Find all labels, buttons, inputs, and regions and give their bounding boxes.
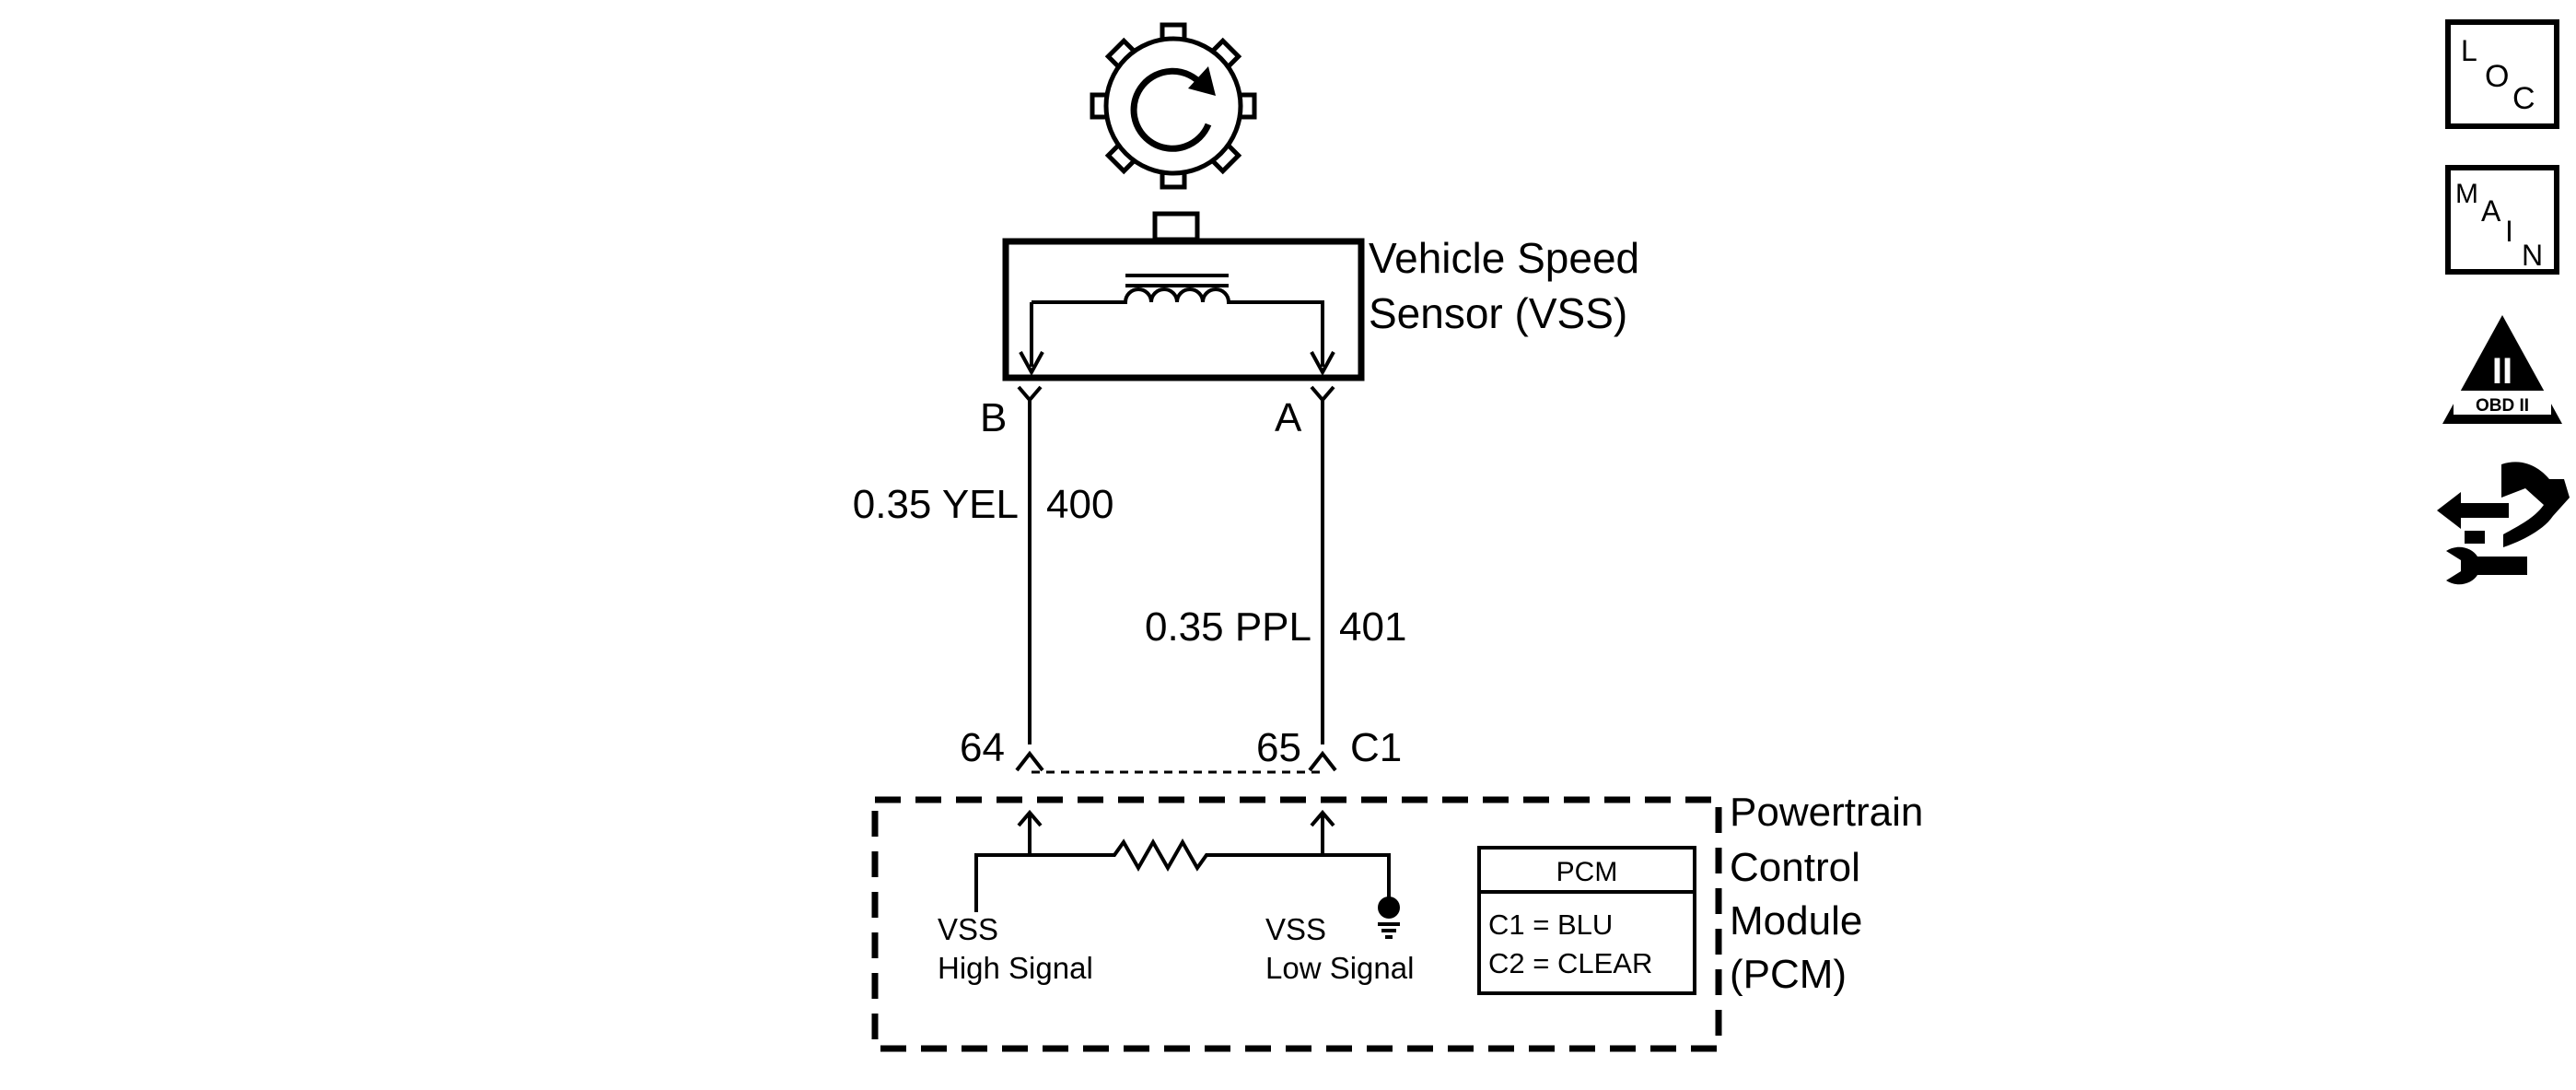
pcm-name-line4: (PCM) <box>1730 952 1847 997</box>
pcm-name-line3: Module <box>1730 898 1862 943</box>
svg-text:A: A <box>2481 194 2501 228</box>
wire-401-gauge-color: 0.35 PPL <box>1145 604 1311 650</box>
sensor-pin-b: B <box>980 395 1007 440</box>
sensor-pin-a: A <box>1275 395 1302 440</box>
pcm-internal-circuit <box>974 809 1391 912</box>
wire-400-gauge-color: 0.35 YEL <box>853 482 1019 527</box>
svg-text:C: C <box>2512 81 2535 116</box>
main-icon[interactable]: M A I N <box>2445 165 2559 275</box>
loc-icon[interactable]: L O C <box>2445 19 2559 129</box>
obd-ii-icon[interactable]: II OBD II <box>2442 315 2562 424</box>
vss-sensor <box>1002 211 1365 381</box>
ground-icon <box>1378 897 1400 939</box>
pcm-pin-65: 65 <box>1256 725 1301 770</box>
svg-text:N: N <box>2522 239 2543 272</box>
tone-wheel-icon <box>1090 22 1257 190</box>
vss-high-signal-line2: High Signal <box>938 951 1093 985</box>
pcm-pin-64: 64 <box>960 725 1005 770</box>
pcm-table-title: PCM <box>1556 857 1618 887</box>
svg-text:II: II <box>2492 351 2512 392</box>
pcm-name-line2: Control <box>1730 845 1860 890</box>
vss-low-signal-line2: Low Signal <box>1265 951 1414 985</box>
svg-text:L: L <box>2461 34 2477 67</box>
wire-400 <box>1015 385 1044 772</box>
pcm-table-row-c1: C1 = BLU <box>1488 908 1613 941</box>
wire-401 <box>1308 385 1337 772</box>
pcm-boundary <box>871 796 1722 1052</box>
pcm-name-line1: Powertrain <box>1730 790 1923 835</box>
pcm-connector-table: PCM C1 = BLU C2 = CLEAR <box>1477 846 1696 995</box>
sensor-name-line1: Vehicle Speed <box>1369 234 1639 282</box>
pcm-connector-c1: C1 <box>1350 725 1402 770</box>
svg-text:O: O <box>2485 59 2509 94</box>
wire-401-circuit: 401 <box>1339 604 1406 650</box>
vss-high-signal-line1: VSS <box>938 912 998 946</box>
diagnostic-wrench-icon[interactable] <box>2437 462 2570 585</box>
svg-text:M: M <box>2455 179 2478 209</box>
wire-400-circuit: 400 <box>1046 482 1113 527</box>
sensor-name-line2: Sensor (VSS) <box>1369 289 1627 337</box>
vss-low-signal-line1: VSS <box>1265 912 1326 946</box>
pcm-table-row-c2: C2 = CLEAR <box>1488 947 1652 979</box>
svg-text:OBD II: OBD II <box>2476 396 2529 416</box>
svg-text:I: I <box>2505 215 2513 248</box>
